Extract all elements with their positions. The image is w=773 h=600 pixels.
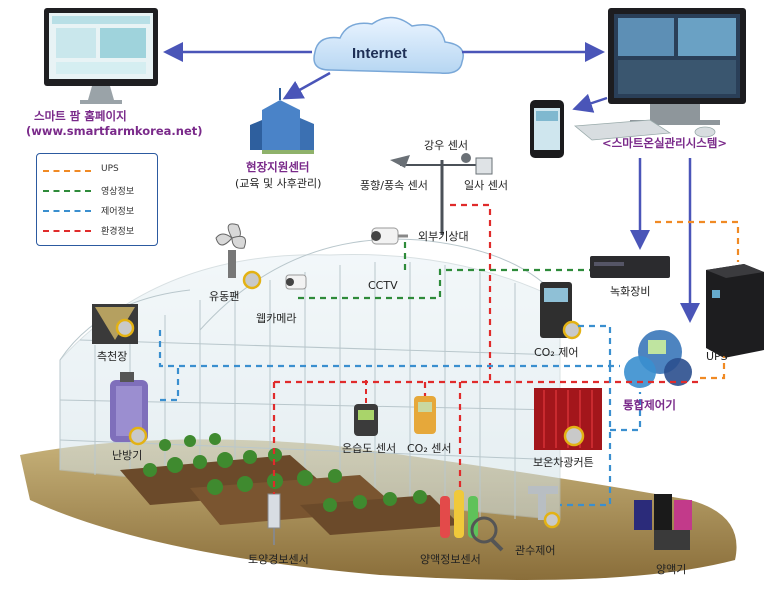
nutrient-sensor-tubes [440, 490, 504, 552]
co2-sensor-device [414, 396, 436, 434]
management-monitor [573, 8, 746, 141]
side-window-motor [92, 304, 138, 344]
irrigation-label: 관수제어 [515, 544, 556, 557]
temp-humidity-device [354, 380, 378, 436]
cctv-label: CCTV [368, 279, 398, 292]
legend-line [43, 170, 91, 172]
co2-sensor-label: CO₂ 센서 [407, 442, 452, 455]
curtain-panel [534, 388, 602, 450]
legend-label: 영상정보 [101, 187, 135, 197]
ups-tower [706, 264, 764, 358]
web-camera [285, 274, 307, 290]
legend-line [43, 190, 91, 192]
legend-label: UPS [101, 164, 119, 174]
internet-cloud [313, 16, 464, 75]
nutrient-machine [634, 494, 692, 550]
recorder-label: 녹화장비 [610, 285, 651, 298]
webcam-label: 웹카메라 [256, 312, 297, 325]
rain-sensor-label: 강우 센서 [424, 139, 468, 152]
temp-humidity-label: 온습도 센서 [342, 442, 397, 455]
weather-station [390, 153, 493, 235]
cctv-camera [371, 227, 408, 245]
legend-label: 제어정보 [101, 207, 135, 217]
heater-unit [110, 372, 148, 446]
support-center-building [250, 88, 314, 154]
homepage-url: (www.smartfarmkorea.net) [26, 124, 203, 138]
support-center-subtitle: (교육 및 사후관리) [235, 177, 322, 190]
smartphone [530, 100, 564, 158]
soil-sensor-device [267, 493, 281, 545]
heater-label: 난방기 [112, 449, 143, 462]
soil-sensor-label: 토양경보센서 [248, 553, 309, 566]
legend-line [43, 230, 91, 232]
greenhouse [59, 238, 561, 521]
fan-label: 유동팬 [209, 290, 240, 303]
homepage-title: 스마트 팜 홈페이지 [34, 109, 127, 123]
connection-lines [158, 203, 740, 507]
co2-control-panel [540, 282, 582, 340]
support-center-title: 현장지원센터 [246, 160, 310, 174]
nutrient-sensor-label: 양액정보센서 [420, 553, 481, 566]
weather-station-label: 외부기상대 [418, 230, 469, 243]
nutrient-machine-label: 양액기 [656, 563, 687, 576]
curtain-label: 보온차광커튼 [533, 456, 594, 469]
irrigation-valve [528, 486, 561, 529]
legend-line [43, 210, 91, 212]
co2-control-label: CO₂ 제어 [534, 346, 579, 359]
management-system-title: <스마트온실관리시스템> [602, 136, 728, 150]
ups-label: UPS [706, 350, 728, 363]
legend: UPS 영상정보 제어정보 환경정보 [36, 153, 158, 246]
wind-sensor-label: 풍향/풍속 센서 [360, 179, 428, 192]
circulation-fan [215, 223, 262, 290]
side-window-label: 측천장 [97, 350, 128, 363]
homepage-monitor [44, 8, 158, 104]
legend-label: 환경정보 [101, 227, 135, 237]
internet-links [163, 42, 700, 323]
solar-sensor-label: 일사 센서 [464, 179, 508, 192]
recorder-device [590, 256, 670, 278]
integrated-controller-icon [624, 330, 692, 388]
internet-label: Internet [352, 45, 408, 62]
controller-label: 통합제어기 [623, 398, 676, 412]
planting-beds [120, 433, 460, 535]
